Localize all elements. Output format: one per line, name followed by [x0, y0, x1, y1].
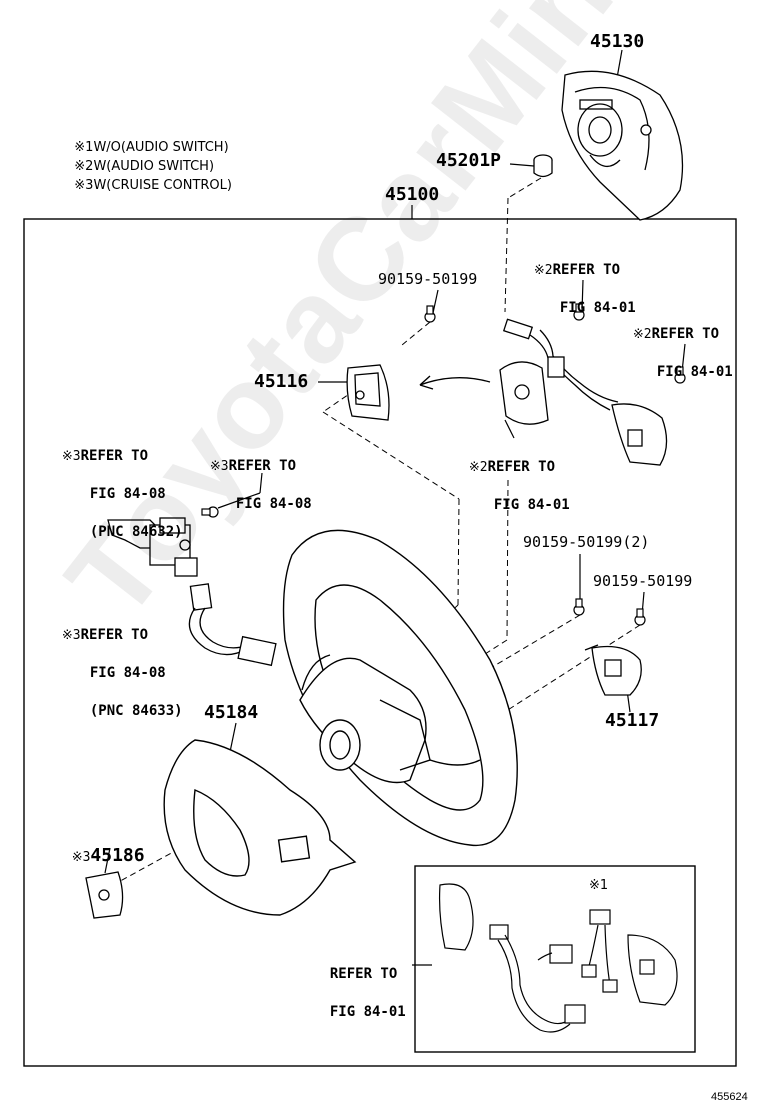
ref-6-line3: (PNC 84633)	[89, 703, 183, 719]
ref-label-6[interactable]: ※3REFER TO FIG 84-08 (PNC 84633)	[45, 607, 183, 721]
bolt-parts	[201, 303, 686, 626]
note-1-symbol: ※1	[74, 140, 94, 155]
ref-4-line2: FIG 84-08	[89, 486, 166, 502]
ref-3-line2: FIG 84-01	[493, 497, 570, 513]
ref-2-line1: REFER TO	[651, 326, 720, 342]
note-3-symbol: ※3	[74, 178, 94, 193]
direction-arrow	[419, 375, 491, 390]
ref-7-line2: FIG 84-01	[329, 1004, 406, 1020]
ref-label-7[interactable]: REFER TO FIG 84-01	[313, 946, 406, 1022]
ref-3-line1: REFER TO	[487, 459, 556, 475]
ref-4-line3: (PNC 84632)	[89, 524, 183, 540]
note-1-text: W/O(AUDIO SWITCH)	[93, 140, 229, 155]
audio-switch-assembly	[499, 318, 668, 466]
nut-part	[533, 154, 553, 178]
note-2-text: W(AUDIO SWITCH)	[93, 159, 215, 174]
ref-2-symbol: ※2	[632, 327, 652, 342]
part-label-bolt-b[interactable]: 90159-50199(2)	[523, 533, 650, 551]
ref-label-1[interactable]: ※2REFER TO FIG 84-01	[517, 242, 636, 318]
ref-5-line1: REFER TO	[228, 458, 297, 474]
ref-5-line2: FIG 84-08	[235, 496, 312, 512]
ref-1-symbol: ※2	[533, 263, 553, 278]
part-label-45186[interactable]: ※345186	[50, 829, 145, 865]
airbag-module-part	[561, 70, 684, 221]
ref-4-symbol: ※3	[61, 449, 81, 464]
part-45186-number[interactable]: 45186	[90, 845, 145, 866]
part-label-bolt-a[interactable]: 90159-50199	[378, 270, 478, 288]
ref-6-line2: FIG 84-08	[89, 665, 166, 681]
part-label-bolt-c[interactable]: 90159-50199	[593, 572, 693, 590]
diagram-id: 455624	[711, 1091, 748, 1103]
switch-cover-45116	[346, 364, 390, 421]
part-label-45100[interactable]: 45100	[385, 184, 440, 205]
note-1: ※1W/O(AUDIO SWITCH)	[66, 128, 229, 155]
assembly-frame	[23, 218, 737, 1067]
part-label-45184[interactable]: 45184	[204, 702, 259, 723]
ref-label-3[interactable]: ※2REFER TO FIG 84-01	[452, 439, 570, 515]
switch-cover-45117	[584, 644, 642, 696]
ref-7-line1: REFER TO	[329, 966, 398, 982]
ref-4-line1: REFER TO	[80, 448, 149, 464]
ref-1-line1: REFER TO	[552, 262, 621, 278]
ref-6-line1: REFER TO	[80, 627, 149, 643]
ref-6-symbol: ※3	[61, 628, 81, 643]
ref-label-2[interactable]: ※2REFER TO FIG 84-01	[616, 306, 733, 382]
ref-1-line2: FIG 84-01	[559, 300, 636, 316]
ref-label-5[interactable]: ※3REFER TO FIG 84-08	[193, 438, 312, 514]
note-2-symbol: ※2	[74, 159, 94, 174]
note-2: ※2W(AUDIO SWITCH)	[66, 147, 214, 173]
note-3: ※3W(CRUISE CONTROL)	[66, 166, 232, 192]
inset-parts	[438, 883, 678, 1033]
note-3-text: W(CRUISE CONTROL)	[93, 178, 232, 193]
cruise-switch-part	[107, 517, 198, 577]
inset-box	[414, 865, 696, 1053]
part-label-45130[interactable]: 45130	[590, 31, 645, 52]
ref-5-symbol: ※3	[209, 459, 229, 474]
inset-mark: ※1	[589, 878, 609, 893]
lower-cover-45184	[163, 739, 357, 916]
ref-label-4[interactable]: ※3REFER TO FIG 84-08 (PNC 84632)	[45, 428, 183, 542]
wire-harness-part	[188, 583, 277, 667]
part-label-45117[interactable]: 45117	[605, 710, 660, 731]
part-label-45116[interactable]: 45116	[254, 371, 309, 392]
steering-wheel-body	[282, 529, 518, 847]
switch-45186	[85, 871, 124, 919]
part-label-45201p[interactable]: 45201P	[436, 150, 502, 171]
part-45186-symbol: ※3	[71, 850, 91, 865]
ref-3-symbol: ※2	[468, 460, 488, 475]
ref-2-line2: FIG 84-01	[656, 364, 733, 380]
